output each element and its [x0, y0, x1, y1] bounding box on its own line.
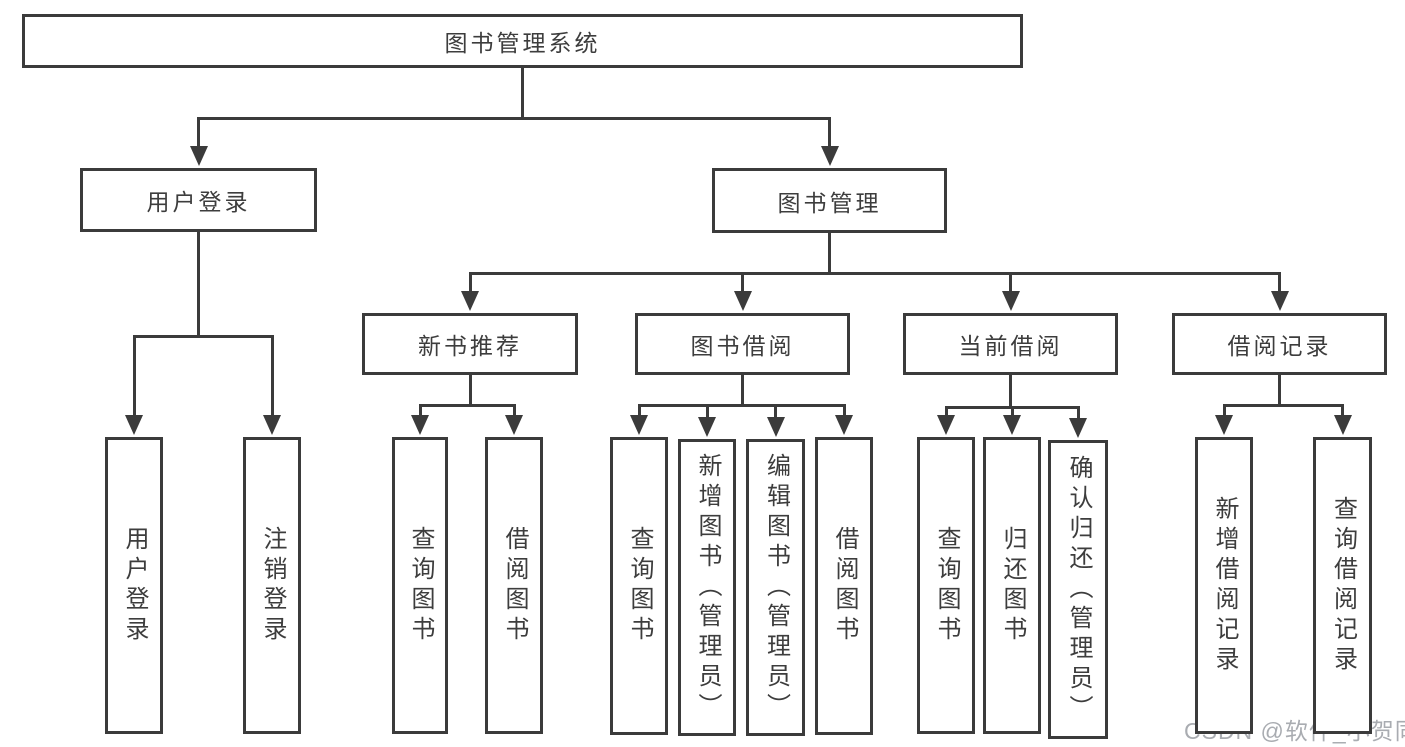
node-label: 新增借阅记录	[1211, 495, 1238, 676]
node-new-book-rec: 新书推荐	[362, 313, 578, 375]
node-current-borrow: 当前借阅	[903, 313, 1118, 375]
edge-line	[197, 118, 200, 154]
node-label: 图书管理系统	[444, 30, 601, 56]
edge-line	[1278, 273, 1281, 299]
arrowhead-down-icon	[125, 415, 143, 435]
arrowhead-down-icon	[937, 415, 955, 435]
arrowhead-down-icon	[1003, 415, 1021, 435]
node-root: 图书管理系统	[22, 14, 1023, 68]
arrowhead-down-icon	[630, 415, 648, 435]
node-label: 查询图书	[626, 526, 653, 646]
node-label: 编辑图书（管理员）	[762, 452, 790, 723]
node-book-mgmt: 图书管理	[712, 168, 947, 233]
edge-line	[197, 116, 831, 120]
edge-line	[1278, 375, 1281, 405]
arrowhead-down-icon	[411, 415, 429, 435]
arrowhead-down-icon	[263, 415, 281, 435]
edge-line	[1009, 273, 1012, 299]
node-label: 当前借阅	[958, 333, 1063, 359]
node-label: 图书管理	[777, 189, 882, 216]
edge-line	[1076, 407, 1080, 426]
node-bb-query: 查询图书	[610, 437, 668, 735]
arrowhead-down-icon	[505, 415, 523, 435]
edge-line	[828, 233, 831, 273]
edge-line	[637, 405, 641, 423]
edge-line	[468, 375, 472, 405]
node-label: 用户登录	[121, 525, 148, 646]
edge-line	[828, 118, 831, 154]
arrowhead-down-icon	[1270, 291, 1289, 311]
edge-line	[132, 336, 136, 423]
node-label: 归还图书	[999, 525, 1026, 646]
node-cb-query: 查询图书	[917, 437, 975, 734]
edge-line	[197, 232, 200, 336]
node-label: 新书推荐	[418, 333, 522, 359]
edge-line	[1222, 403, 1344, 407]
arrowhead-down-icon	[733, 291, 752, 311]
edge-line	[512, 405, 516, 423]
node-label: 借阅记录	[1227, 333, 1332, 359]
edge-line	[1341, 405, 1344, 423]
node-book-borrow: 图书借阅	[635, 313, 850, 375]
node-label: 用户登录	[146, 189, 251, 215]
edge-line	[418, 405, 422, 423]
arrowhead-down-icon	[1001, 291, 1020, 311]
node-logout-leaf: 注销登录	[243, 437, 301, 734]
edge-line	[1222, 405, 1226, 423]
edge-line	[705, 405, 709, 425]
node-label: 图书借阅	[690, 333, 795, 359]
edge-line	[741, 273, 744, 299]
edge-line	[637, 403, 846, 407]
node-cb-return: 归还图书	[983, 437, 1041, 734]
node-label: 借阅图书	[831, 526, 858, 646]
arrowhead-down-icon	[1069, 418, 1087, 438]
node-label: 注销登录	[259, 525, 286, 646]
arrowhead-down-icon	[835, 415, 853, 435]
edge-line	[270, 336, 274, 423]
node-cb-confirm: 确认归还（管理员）	[1048, 440, 1108, 739]
edge-line	[468, 273, 472, 299]
edge-line	[521, 68, 524, 118]
edge-line	[1009, 375, 1012, 407]
node-label: 查询借阅记录	[1329, 495, 1357, 676]
node-label: 查询图书	[933, 525, 960, 646]
edge-line	[741, 375, 744, 405]
edge-line	[468, 271, 1281, 275]
arrowhead-down-icon	[1215, 415, 1233, 435]
node-br-query: 查询借阅记录	[1313, 437, 1372, 734]
edge-line	[774, 405, 777, 425]
node-br-add: 新增借阅记录	[1195, 437, 1253, 734]
node-label: 借阅图书	[501, 525, 528, 646]
node-label: 查询图书	[407, 525, 434, 646]
edge-line	[132, 334, 274, 338]
arrowhead-down-icon	[820, 146, 839, 166]
node-login-leaf: 用户登录	[105, 437, 163, 734]
node-bb-borrow: 借阅图书	[815, 437, 873, 735]
arrowhead-down-icon	[766, 417, 785, 437]
node-borrow-records: 借阅记录	[1172, 313, 1387, 375]
node-rec-borrow: 借阅图书	[485, 437, 543, 734]
edge-line	[842, 405, 846, 423]
arrowhead-down-icon	[189, 146, 208, 166]
arrowhead-down-icon	[461, 291, 479, 311]
edge-line	[418, 403, 516, 407]
node-user-login: 用户登录	[80, 168, 317, 232]
arrowhead-down-icon	[1333, 415, 1352, 435]
node-bb-add: 新增图书（管理员）	[678, 439, 736, 736]
arrowhead-down-icon	[698, 417, 716, 437]
node-bb-edit: 编辑图书（管理员）	[746, 439, 805, 736]
node-label: 新增图书（管理员）	[694, 452, 721, 723]
node-label: 确认归还（管理员）	[1065, 454, 1092, 725]
node-rec-query: 查询图书	[392, 437, 448, 734]
